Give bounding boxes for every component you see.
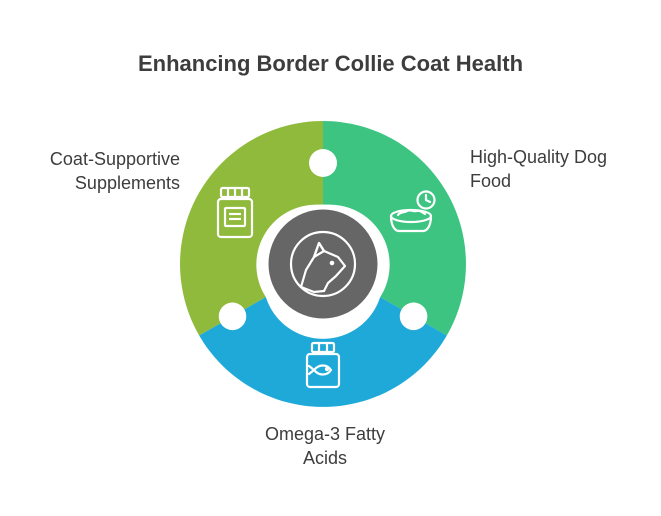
fish-oil-jar-icon: [305, 341, 341, 389]
center-hub: [263, 204, 383, 324]
label-omega-3-fatty-acids: Omega-3 Fatty Acids: [264, 424, 386, 468]
label-coat-supportive-supplements: Coat-Supportive Supplements: [49, 149, 180, 193]
diagram-title: Enhancing Border Collie Coat Health: [137, 51, 524, 76]
dog-bowl-clock-icon: [389, 190, 436, 233]
label-high-quality-dog-food: High-Quality Dog Food: [470, 147, 608, 191]
dog-head-icon: [289, 230, 357, 298]
supplement-jar-icon: [216, 186, 254, 239]
